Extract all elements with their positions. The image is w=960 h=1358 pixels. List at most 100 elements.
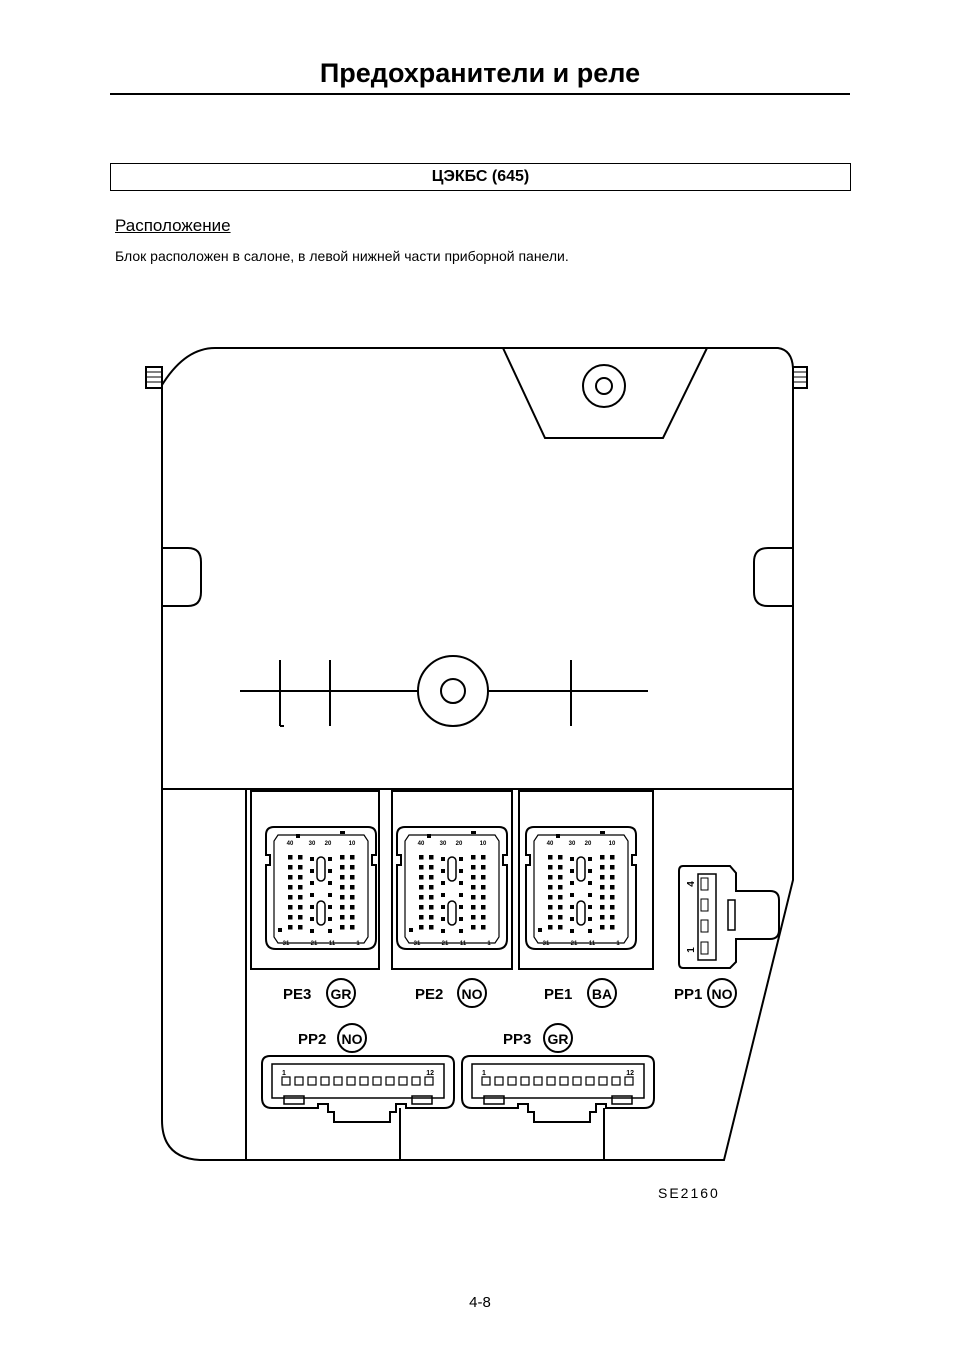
pin [281, 1076, 291, 1086]
pin-number-label: 12 [626, 1070, 634, 1077]
pin [559, 1076, 569, 1086]
pin [558, 885, 563, 890]
pe1-frame [518, 790, 654, 970]
pin [411, 1076, 421, 1086]
pin [600, 865, 605, 870]
pin [548, 925, 553, 930]
pin [548, 915, 553, 920]
pin [429, 895, 434, 900]
title-rule [110, 93, 850, 95]
pin [310, 893, 314, 897]
pin [320, 1076, 330, 1086]
location-heading: Расположение [115, 216, 231, 235]
pin [610, 905, 615, 910]
pin-number-label: 20 [325, 841, 332, 847]
pin [346, 1076, 356, 1086]
pin [600, 915, 605, 920]
pin [471, 925, 476, 930]
pp3-color-code: GR [548, 1031, 569, 1047]
pin [441, 929, 445, 933]
pin [419, 885, 424, 890]
pin [588, 929, 592, 933]
pin [494, 1076, 504, 1086]
pin [459, 929, 463, 933]
pin [471, 915, 476, 920]
pin [328, 881, 332, 885]
pe1-label: PE1 [544, 986, 572, 1003]
pe2-color-code: NO [462, 986, 483, 1002]
pin [459, 869, 463, 873]
connector-housing [261, 1055, 455, 1123]
pin [538, 928, 542, 932]
pin [459, 881, 463, 885]
pp1-pin-bottom-label: 1 [686, 947, 697, 953]
pin [372, 1076, 382, 1086]
pin [328, 929, 332, 933]
pin [558, 915, 563, 920]
pin [471, 855, 476, 860]
pin [471, 895, 476, 900]
pin [288, 865, 293, 870]
pin [328, 905, 332, 909]
pin [429, 855, 434, 860]
connector-housing [265, 826, 377, 950]
pin [310, 905, 314, 909]
pin [424, 1076, 434, 1086]
pin [427, 834, 431, 838]
pp2-color-badge [337, 1023, 367, 1053]
pin [385, 1076, 395, 1086]
pin-number-label: 11 [460, 941, 467, 947]
pin [288, 905, 293, 910]
pin [588, 905, 592, 909]
pin [350, 865, 355, 870]
pin [350, 855, 355, 860]
pin [288, 925, 293, 930]
pin [588, 893, 592, 897]
pin [600, 925, 605, 930]
pin [558, 865, 563, 870]
pin [340, 905, 345, 910]
pin [288, 885, 293, 890]
pin [398, 1076, 408, 1086]
pin-number-label: 11 [329, 941, 336, 947]
pin [548, 905, 553, 910]
pin-number-label: 31 [414, 941, 421, 947]
pp1-color-badge [707, 978, 737, 1008]
pin-number-label: 20 [585, 841, 592, 847]
pp1-connector [678, 865, 780, 969]
pin [546, 1076, 556, 1086]
pin [441, 893, 445, 897]
pin [350, 915, 355, 920]
pin [409, 928, 413, 932]
pin [520, 1076, 530, 1086]
pin [328, 869, 332, 873]
pin-number-label: 1 [616, 941, 620, 947]
pin [570, 869, 574, 873]
pin-number-label: 40 [418, 841, 425, 847]
pin [600, 885, 605, 890]
pin [296, 834, 300, 838]
pin [585, 1076, 595, 1086]
pin [333, 1076, 343, 1086]
keying-slot [576, 856, 586, 882]
pin [610, 885, 615, 890]
connector-inner [471, 1063, 645, 1099]
pin [570, 929, 574, 933]
pin-number-label: 12 [426, 1070, 434, 1077]
pin [481, 925, 486, 930]
pin [610, 855, 615, 860]
pin [588, 869, 592, 873]
pin [533, 1076, 543, 1086]
pin [611, 1076, 621, 1086]
pin [419, 895, 424, 900]
pe3-label: PE3 [283, 986, 311, 1003]
connector-inner [533, 834, 629, 944]
pin [350, 905, 355, 910]
pin [419, 875, 424, 880]
pin-number-label: 1 [356, 941, 360, 947]
pin [548, 865, 553, 870]
pin [548, 895, 553, 900]
pin [548, 885, 553, 890]
